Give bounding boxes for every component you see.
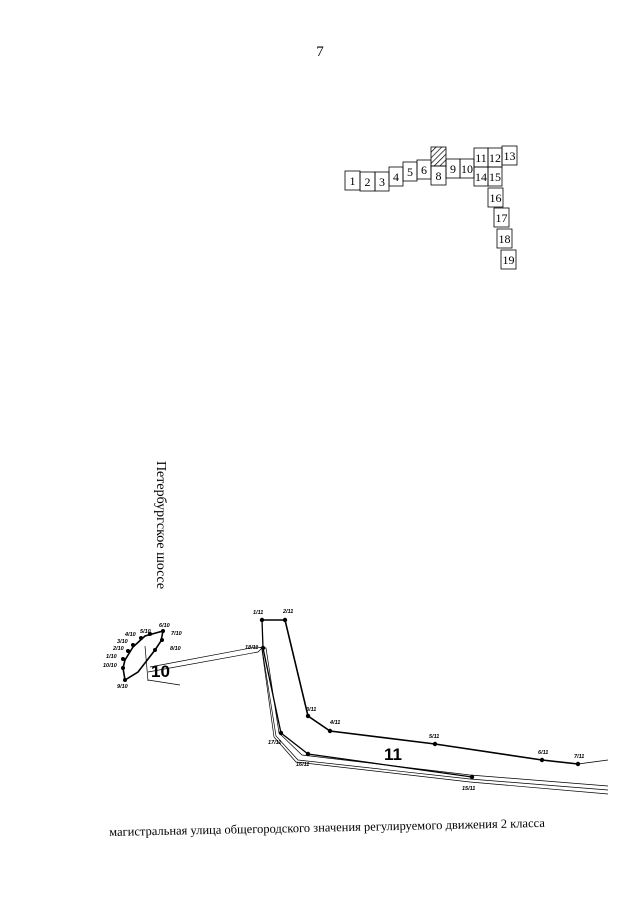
point-label: 6/11 bbox=[538, 750, 548, 756]
sheet-13: 13 bbox=[501, 145, 518, 166]
point-10-10 bbox=[121, 666, 125, 670]
point-6-11 bbox=[539, 757, 545, 763]
sheet-label: 12 bbox=[489, 151, 501, 165]
point-label: 5/11 bbox=[429, 734, 439, 740]
sheet-1: 1 bbox=[344, 170, 361, 191]
page-number: 7 bbox=[316, 44, 324, 60]
road-line-inner bbox=[149, 646, 609, 787]
sheet-label: 17 bbox=[496, 211, 508, 225]
sheet-19: 19 bbox=[500, 249, 517, 270]
sheet-label: 8 bbox=[436, 169, 442, 183]
point-label: 17/11 bbox=[268, 740, 281, 746]
sheet-11: 11 bbox=[473, 147, 489, 168]
point-2-11 bbox=[282, 617, 288, 623]
point-label: 3/11 bbox=[306, 707, 316, 713]
sheet-label: 5 bbox=[407, 165, 413, 179]
sheet-8: 8 bbox=[430, 165, 447, 186]
point-15-11 bbox=[469, 774, 475, 780]
point-8-10 bbox=[153, 648, 157, 652]
area-10-boundary: 1/10 2/10 3/10 4/10 5/10 6/10 7/10 8/10 … bbox=[103, 623, 182, 690]
point-label: 10/10 bbox=[103, 663, 117, 669]
point-label: 2/11 bbox=[282, 609, 293, 615]
point-18-11 bbox=[260, 645, 266, 651]
point-3-11 bbox=[305, 713, 311, 719]
sheet-9: 9 bbox=[445, 158, 461, 179]
sheet-label: 4 bbox=[393, 170, 399, 184]
sheet-label: 15 bbox=[489, 170, 501, 184]
point-label: 3/10 bbox=[117, 639, 128, 645]
point-9-10 bbox=[123, 678, 127, 682]
point-4-11 bbox=[327, 728, 333, 734]
sheet-12: 12 bbox=[487, 147, 503, 168]
street-name-label: Петербургское шоссе bbox=[153, 460, 168, 590]
point-7-11 bbox=[575, 761, 581, 767]
sheet-7-highlighted: 7 bbox=[430, 146, 447, 167]
point-label: 15/11 bbox=[462, 786, 475, 792]
point-3-10 bbox=[131, 643, 135, 647]
point-6-10 bbox=[161, 629, 165, 633]
road-line-inner-2 bbox=[261, 649, 609, 795]
point-label: 6/10 bbox=[159, 623, 170, 629]
road-lines bbox=[147, 646, 609, 795]
point-5-11 bbox=[432, 741, 438, 747]
sheet-label: 9 bbox=[450, 162, 456, 176]
area-11-boundary: 1/11 2/11 3/11 4/11 5/11 6/11 7/11 15/11… bbox=[245, 609, 609, 792]
sheet-label: 6 bbox=[421, 163, 427, 177]
point-label: 9/10 bbox=[117, 684, 128, 690]
sheet-label: 3 bbox=[379, 175, 385, 189]
point-label: 4/10 bbox=[124, 632, 136, 638]
sheet-label: 10 bbox=[461, 162, 473, 176]
point-5-10 bbox=[148, 632, 152, 636]
area-10-label: 10 bbox=[151, 662, 170, 681]
sheet-4: 4 bbox=[388, 166, 404, 187]
sheet-10: 10 bbox=[459, 158, 475, 179]
sheet-index-grid: 1 2 3 4 5 6 7 8 9 10 11 12 13 14 15 16 1… bbox=[344, 145, 518, 270]
sheet-18: 18 bbox=[496, 228, 513, 249]
sheet-label: 1 bbox=[350, 174, 356, 188]
sheet-label: 13 bbox=[504, 149, 516, 163]
point-4-10 bbox=[139, 636, 143, 640]
point-16-11 bbox=[305, 751, 311, 757]
point-label: 16/11 bbox=[296, 762, 309, 768]
point-label: 1/10 bbox=[106, 654, 117, 660]
point-label: 2/10 bbox=[112, 646, 124, 652]
sheet-14: 14 bbox=[473, 166, 489, 187]
sheet-label: 19 bbox=[503, 253, 515, 267]
point-label: 5/10 bbox=[140, 629, 151, 635]
road-line-outer bbox=[147, 647, 609, 791]
sheet-label: 18 bbox=[499, 232, 511, 246]
sheet-label: 14 bbox=[475, 170, 487, 184]
sheet-6: 6 bbox=[416, 159, 432, 180]
point-label: 8/10 bbox=[170, 646, 181, 652]
point-1-11 bbox=[259, 617, 265, 623]
sheet-15: 15 bbox=[487, 166, 503, 187]
point-label: 4/11 bbox=[329, 720, 340, 726]
point-2-10 bbox=[126, 649, 130, 653]
sheet-label: 2 bbox=[365, 175, 371, 189]
point-7-10 bbox=[160, 638, 164, 642]
sheet-17: 17 bbox=[493, 207, 510, 228]
point-label: 1/11 bbox=[253, 610, 263, 616]
point-label: 7/10 bbox=[171, 631, 182, 637]
point-label: 18/11 bbox=[245, 645, 258, 651]
sheet-16: 16 bbox=[487, 187, 504, 208]
road-line-stub bbox=[147, 679, 181, 686]
sheet-3: 3 bbox=[374, 171, 390, 192]
sheet-label: 11 bbox=[475, 151, 487, 165]
point-1-10 bbox=[121, 657, 125, 661]
area-11-label: 11 bbox=[384, 745, 402, 764]
sheet-5: 5 bbox=[402, 161, 418, 182]
point-17-11 bbox=[278, 730, 284, 736]
point-label: 7/11 bbox=[574, 754, 584, 760]
sheet-2: 2 bbox=[359, 171, 376, 192]
sheet-label: 16 bbox=[490, 191, 502, 205]
